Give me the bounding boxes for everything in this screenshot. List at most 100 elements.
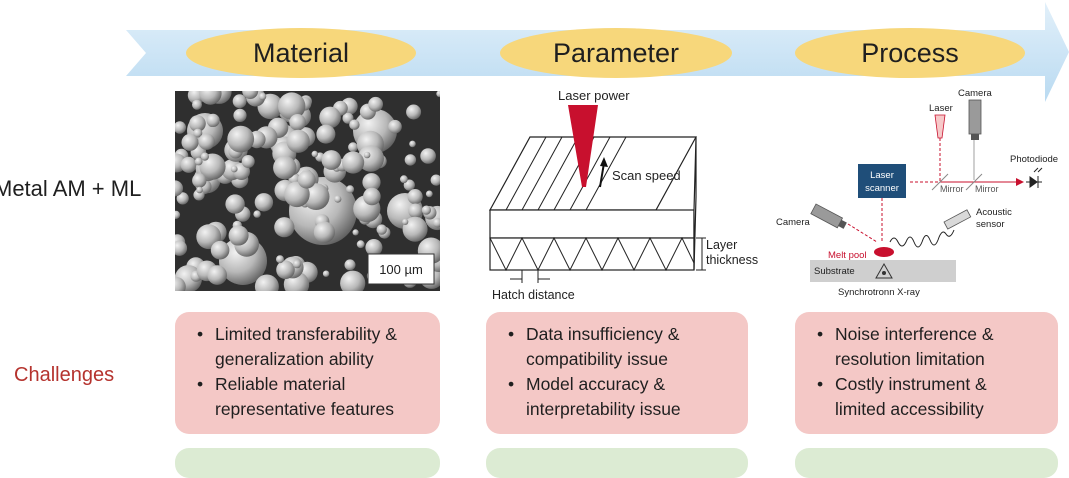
powder-particle xyxy=(406,104,422,120)
acoustic-sensor-icon xyxy=(943,209,972,230)
stage-process: Process xyxy=(795,28,1025,78)
powder-particle xyxy=(253,210,261,218)
mirror-left-label: Mirror xyxy=(940,184,964,194)
stage-material: Material xyxy=(186,28,416,78)
powder-particle xyxy=(176,192,189,205)
powder-particle xyxy=(175,276,186,291)
scan-speed-label: Scan speed xyxy=(612,168,681,183)
next-row-card xyxy=(486,448,748,478)
scale-bar-box xyxy=(367,253,435,285)
camera-top-label: Camera xyxy=(958,88,993,99)
powder-particle xyxy=(349,119,360,130)
laser-source-icon xyxy=(934,114,946,139)
powder-particle xyxy=(344,259,356,271)
powder-particle xyxy=(289,114,306,131)
acoustic-sensor-label-2: sensor xyxy=(976,219,1005,230)
challenge-card-material: Limited transferability &generalization … xyxy=(175,312,440,434)
powder-micrograph: 100 µm xyxy=(175,91,440,291)
powder-particle xyxy=(207,265,227,285)
powder-particle xyxy=(181,133,199,151)
powder-particle xyxy=(363,151,371,159)
xray-icon xyxy=(875,262,893,279)
layer-thickness-label-1: Layer xyxy=(706,238,737,252)
parameter-diagram: Laser power Scan speed Layer thickness H… xyxy=(488,88,758,302)
powder-particle xyxy=(200,152,209,161)
photodiode-label: Photodiode xyxy=(1010,154,1058,165)
camera-top-icon xyxy=(968,99,982,135)
powder-particle xyxy=(233,108,247,122)
hatch-distance-label: Hatch distance xyxy=(492,288,575,302)
row-label-challenges: Challenges xyxy=(14,364,115,386)
powder-particle xyxy=(258,92,267,101)
powder-particle xyxy=(286,129,310,153)
powder-particle xyxy=(352,229,359,236)
powder-particle xyxy=(206,113,220,127)
powder-particle xyxy=(362,173,381,192)
powder-particle xyxy=(420,148,436,164)
powder-particle xyxy=(292,259,302,269)
powder-particle xyxy=(311,150,318,158)
melt-pool-icon xyxy=(874,247,894,257)
powder-particle xyxy=(227,125,255,153)
powder-particle xyxy=(407,189,423,205)
powder-particle xyxy=(403,179,415,191)
powder-particle xyxy=(192,173,207,188)
next-row-card xyxy=(175,448,440,478)
layer-thickness-label-2: thickness xyxy=(706,253,758,267)
powder-particle xyxy=(194,157,203,166)
powder-particle xyxy=(297,170,316,189)
powder-particle xyxy=(376,224,387,235)
powder-particle xyxy=(348,142,358,153)
powder-particle xyxy=(430,174,440,186)
stage-parameter: Parameter xyxy=(500,28,732,78)
powder-particle xyxy=(196,186,203,194)
powder-particle xyxy=(276,260,295,280)
powder-particle xyxy=(388,119,402,134)
powder-particle xyxy=(198,133,215,150)
laser-label: Laser xyxy=(929,103,953,114)
laser-scanner-label-2: scanner xyxy=(865,183,899,194)
powder-particle xyxy=(274,217,295,238)
laser-scanner-box xyxy=(858,164,906,198)
powder-particle xyxy=(408,203,423,219)
powder-particle xyxy=(436,91,440,98)
powder-particle xyxy=(242,91,259,99)
challenge-card-process: Noise interference &resolution limitatio… xyxy=(795,312,1058,434)
challenge-item: Data insufficiency &compatibility issue xyxy=(508,322,734,372)
powder-particle xyxy=(254,193,274,212)
powder-particle xyxy=(432,218,440,228)
powder-particle xyxy=(342,151,365,174)
powder-particle xyxy=(193,128,203,138)
challenge-card-parameter: Data insufficiency &compatibility issue … xyxy=(486,312,748,434)
next-row-card xyxy=(795,448,1058,478)
powder-particle xyxy=(175,121,186,134)
camera-left-icon xyxy=(810,203,847,229)
powder-particle xyxy=(254,274,279,291)
powder-particle xyxy=(192,99,202,110)
powder-particle xyxy=(357,145,384,172)
powder-particle xyxy=(346,185,355,194)
powder-particle xyxy=(316,124,336,144)
process-diagram: Camera Laser Mirror Mirror Photodiode La… xyxy=(776,88,1058,298)
powder-particle xyxy=(402,216,428,242)
powder-particle xyxy=(313,221,335,243)
challenge-item: Costly instrument &limited accessibility xyxy=(817,372,1044,422)
powder-particle xyxy=(356,240,365,249)
row-label-metal-am-ml: Metal AM + ML xyxy=(0,176,142,201)
powder-particle xyxy=(241,155,255,168)
powder-particle xyxy=(365,239,383,256)
laser-power-label: Laser power xyxy=(558,88,630,103)
powder-particle xyxy=(199,91,222,105)
melt-pool-label: Melt pool xyxy=(828,250,867,261)
powder-particle xyxy=(319,106,341,129)
mirror-right-label: Mirror xyxy=(975,184,999,194)
challenge-item: Noise interference &resolution limitatio… xyxy=(817,322,1044,372)
substrate-label: Substrate xyxy=(814,266,855,277)
powder-particle xyxy=(404,154,417,166)
powder-particle xyxy=(302,183,330,210)
powder-particle xyxy=(322,270,330,277)
powder-particle xyxy=(321,150,342,170)
powder-particle xyxy=(225,194,245,214)
powder-particle xyxy=(228,225,249,246)
